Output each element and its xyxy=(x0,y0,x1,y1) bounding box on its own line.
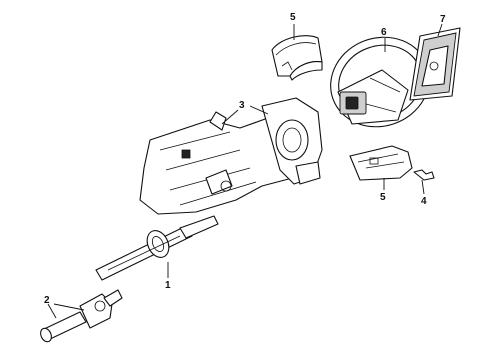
lower-shaft-part xyxy=(95,215,219,281)
leader-3-a xyxy=(221,109,239,125)
callout-6: 6 xyxy=(381,27,387,38)
leader-7 xyxy=(437,23,443,37)
leader-4 xyxy=(421,179,425,195)
universal-joint-part xyxy=(40,289,123,343)
leader-2-b xyxy=(53,303,85,311)
callout-5-top: 5 xyxy=(290,12,296,23)
callout-1: 1 xyxy=(165,280,171,291)
callout-3: 3 xyxy=(239,100,245,111)
leader-2-a xyxy=(47,303,57,319)
callout-5-bottom: 5 xyxy=(380,192,386,203)
callout-7: 7 xyxy=(440,14,446,25)
column-housing-part xyxy=(139,97,323,215)
airbag-module-part xyxy=(409,27,461,101)
callouts: 5 6 7 3 5 4 1 2 xyxy=(44,12,446,306)
leader-3-b xyxy=(249,105,269,115)
lower-shroud-part xyxy=(349,145,413,181)
upper-shroud-part xyxy=(271,35,323,81)
leader-lines xyxy=(47,23,443,319)
callout-4: 4 xyxy=(421,196,427,207)
clip-part xyxy=(413,169,435,181)
callout-2: 2 xyxy=(44,295,50,306)
